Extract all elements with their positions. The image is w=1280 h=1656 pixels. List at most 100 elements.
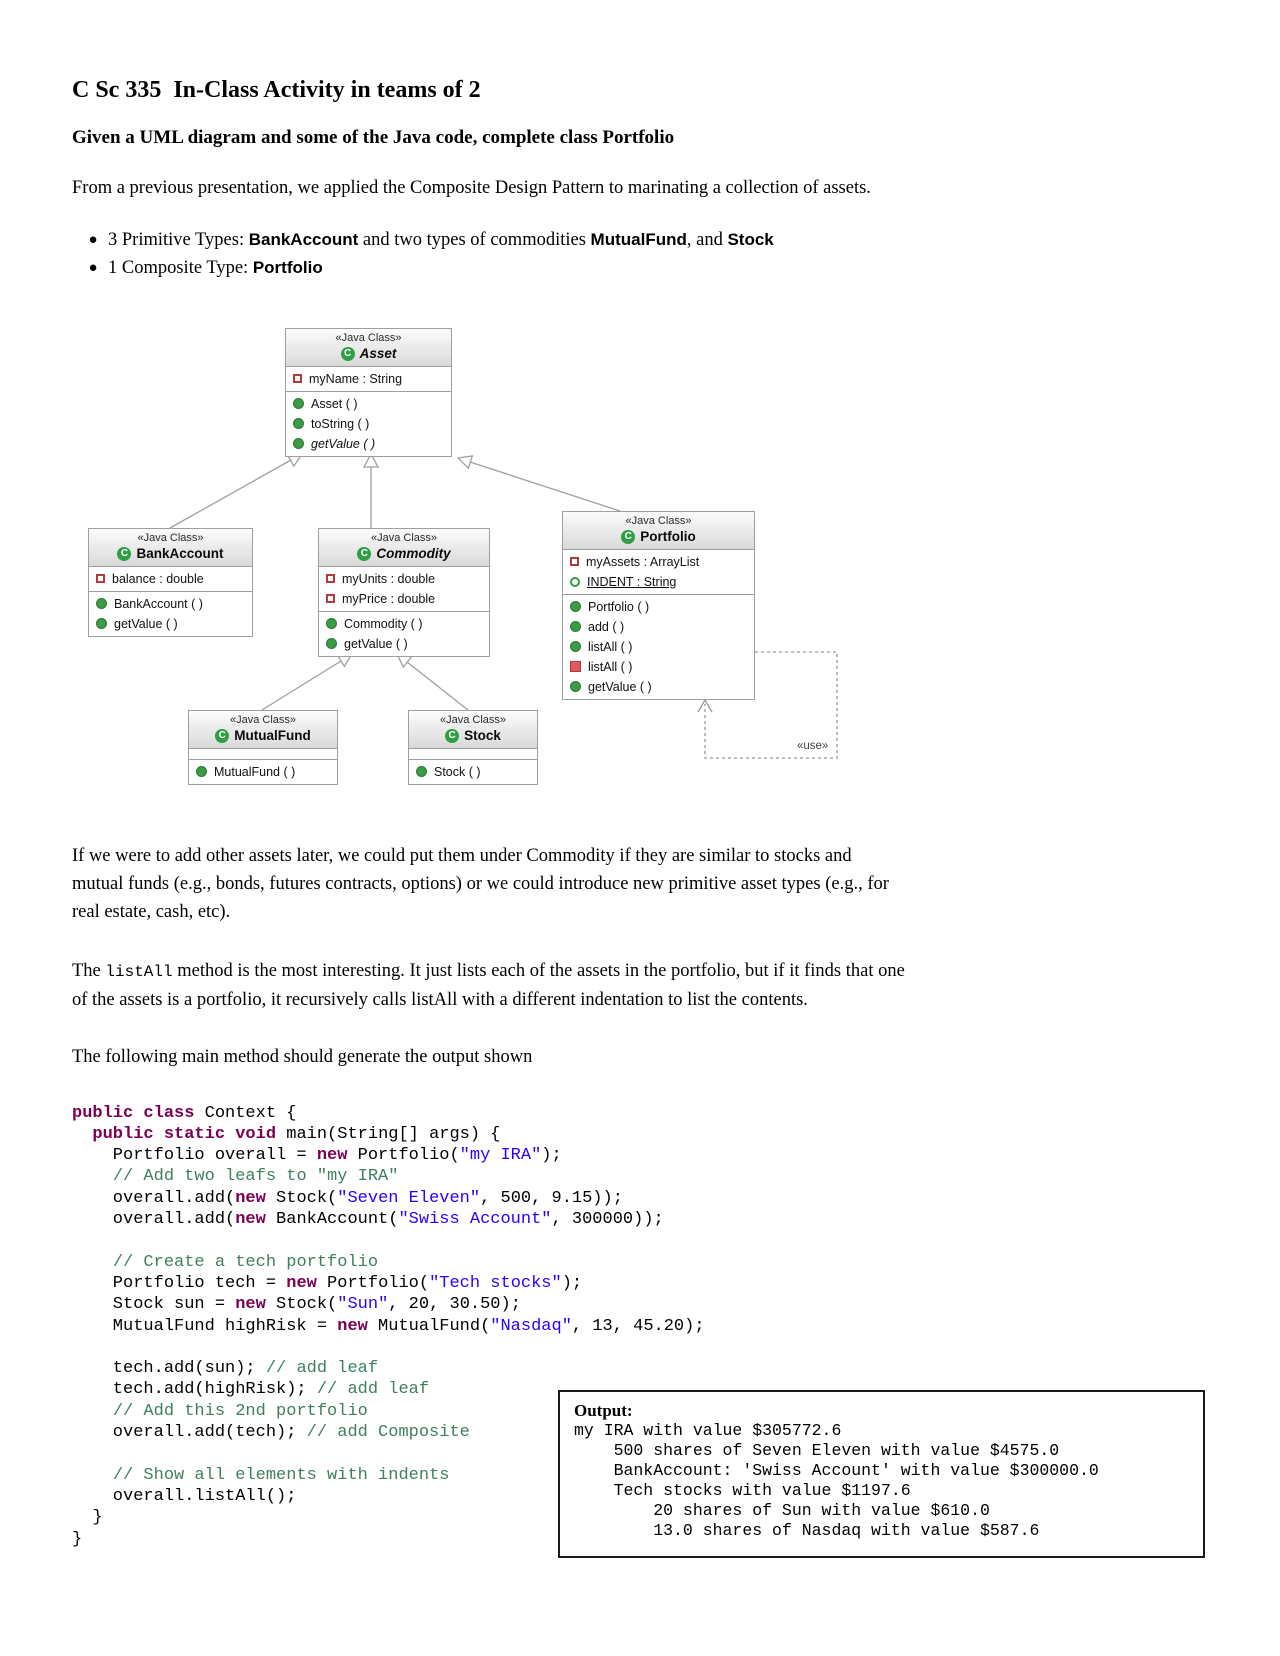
class-icon: C <box>445 728 460 743</box>
text-segment: , 13, 45.20); <box>571 1316 705 1336</box>
text-segment: listAll <box>105 962 173 981</box>
asset-type-list: ● 3 Primitive Types: BankAccount and two… <box>72 226 1208 282</box>
public-method-icon <box>293 418 304 430</box>
text-segment: tech.add(highRisk); <box>72 1380 317 1400</box>
text-segment: , and <box>686 229 728 250</box>
uml-member-label: Stock ( ) <box>434 764 481 779</box>
static-field-icon <box>570 576 580 587</box>
text-segment: "Swiss Account" <box>398 1210 552 1230</box>
java-code-block: public class Context { public static voi… <box>72 1103 1208 1550</box>
public-method-icon <box>570 681 581 693</box>
uml-member-label: myName : String <box>309 371 403 386</box>
text-segment: method is the most interesting. It just … <box>72 960 905 1010</box>
text-segment: overall.add(tech); <box>72 1423 307 1443</box>
bullet-icon: ● <box>88 259 98 276</box>
text-segment: and two types of commodities <box>358 229 591 250</box>
uml-relationship-arrows <box>169 452 838 759</box>
class-icon: C <box>621 529 636 544</box>
text-segment: Context { <box>194 1103 297 1123</box>
uml-methods-compartment: Asset ( ) toString ( ) getValue ( ) <box>286 390 451 456</box>
public-method-icon <box>293 438 304 450</box>
text-segment: new <box>235 1295 266 1315</box>
text-segment: , 300000)); <box>551 1210 664 1230</box>
uml-fields-compartment <box>189 747 337 759</box>
uml-methods-compartment: Commodity ( ) getValue ( ) <box>319 610 489 656</box>
code-line: overall.add(new BankAccount("Swiss Accou… <box>72 1209 1208 1230</box>
output-line: 500 shares of Seven Eleven with value $4… <box>574 1440 1060 1460</box>
uml-member-row: myAssets : ArrayList <box>563 552 754 572</box>
private-field-icon <box>570 557 579 567</box>
output-box: Output: my IRA with value $305772.6 500 … <box>558 1389 1205 1558</box>
uml-class-name: MutualFund <box>234 727 311 743</box>
public-method-icon <box>96 598 107 610</box>
code-line: } <box>72 1507 1208 1528</box>
public-method-icon <box>570 621 581 633</box>
text-segment: "Nasdaq" <box>490 1316 572 1336</box>
code-line: // Add two leafs to "my IRA" <box>72 1166 1208 1187</box>
class-icon: C <box>215 728 230 743</box>
uml-member-label: Asset ( ) <box>311 396 358 411</box>
code-line <box>72 1230 1208 1251</box>
uml-stereotype: «Java Class» <box>229 713 297 726</box>
page-title: C Sc 335 In-Class Activity in teams of 2 <box>72 77 481 103</box>
text-segment <box>72 1167 113 1186</box>
code-line <box>72 1337 1208 1358</box>
uml-member-row: myUnits : double <box>319 569 489 589</box>
text-segment: BankAccount( <box>265 1210 399 1230</box>
uml-member-label: myPrice : double <box>342 591 436 606</box>
text-segment: // Show all elements with indents <box>112 1465 450 1485</box>
uml-member-label: balance : double <box>112 571 204 586</box>
bullet-icon: ● <box>88 231 98 248</box>
text-segment: , 500, 9.15)); <box>480 1188 623 1208</box>
text-segment: ); <box>541 1146 562 1166</box>
subtitle: Given a UML diagram and some of the Java… <box>72 126 675 148</box>
uml-member-row: myPrice : double <box>319 589 489 609</box>
public-method-icon <box>326 618 337 630</box>
code-line: public class Context { <box>72 1103 1208 1124</box>
code-line: // Add this 2nd portfolio <box>72 1401 1208 1422</box>
text-segment <box>72 1466 113 1485</box>
uml-fields-compartment: balance : double <box>89 565 252 591</box>
output-line: 20 shares of Sun with value $610.0 <box>574 1500 990 1520</box>
uml-member-row: getValue ( ) <box>89 614 252 634</box>
text-segment: new <box>316 1146 348 1166</box>
code-line: Stock sun = new Stock("Sun", 20, 30.50); <box>72 1294 1208 1315</box>
uml-class-name: Portfolio <box>640 528 696 544</box>
code-line: tech.add(highRisk); // add leaf <box>72 1379 1208 1400</box>
text-segment: main(String[] args) { <box>276 1124 501 1144</box>
text-segment: overall.add( <box>72 1188 236 1208</box>
code-line: overall.listAll(); <box>72 1486 1208 1507</box>
uml-class-name: Asset <box>359 345 397 361</box>
text-segment: new <box>286 1273 317 1293</box>
uml-member-label: listAll ( ) <box>588 639 633 654</box>
uml-member-label: getValue ( ) <box>311 436 376 451</box>
text-segment <box>72 1402 113 1421</box>
uml-member-label: add ( ) <box>588 619 625 634</box>
uml-member-row: INDENT : String <box>563 572 754 592</box>
output-line: Tech stocks with value $1197.6 <box>574 1480 911 1500</box>
uml-name-row: C MutualFund <box>193 728 333 744</box>
uml-member-label: getValue ( ) <box>588 679 652 694</box>
text-segment: // add Composite <box>306 1423 470 1443</box>
text-segment: The <box>72 960 106 981</box>
uml-member-label: BankAccount ( ) <box>114 596 203 611</box>
text-segment: MutualFund( <box>367 1316 491 1336</box>
code-line: // Show all elements with indents <box>72 1465 1208 1486</box>
uml-member-row: Commodity ( ) <box>319 614 489 634</box>
uml-member-row: toString ( ) <box>286 414 451 434</box>
uml-member-label: getValue ( ) <box>344 636 408 651</box>
uml-stereotype: «Java Class» <box>625 514 692 527</box>
text-segment: Stock( <box>265 1188 338 1208</box>
uml-member-label: toString ( ) <box>311 416 370 431</box>
text-segment: } <box>72 1529 83 1549</box>
uml-member-row: Portfolio ( ) <box>563 597 754 617</box>
uml-member-label: myAssets : ArrayList <box>586 554 700 569</box>
